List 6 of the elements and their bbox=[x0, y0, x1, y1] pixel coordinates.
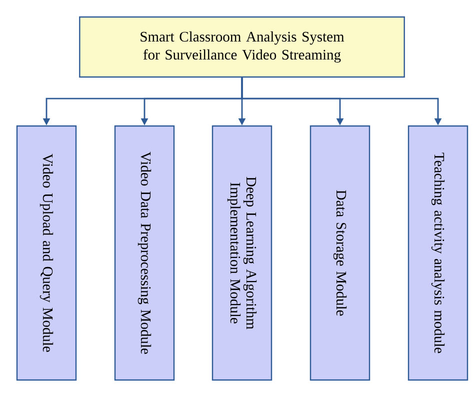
module-box: Teaching activity analysis module bbox=[408, 125, 468, 381]
module-box: Deep Learning Algorithm Implementation Module bbox=[212, 125, 272, 381]
module-box: Video Upload and Query Module bbox=[16, 125, 77, 381]
module-box: Data Storage Module bbox=[310, 125, 370, 381]
title-box: Smart Classroom Analysis System for Surveillance Video Streaming bbox=[79, 16, 405, 78]
module-box: Video Data Preprocessing Module bbox=[114, 125, 175, 381]
